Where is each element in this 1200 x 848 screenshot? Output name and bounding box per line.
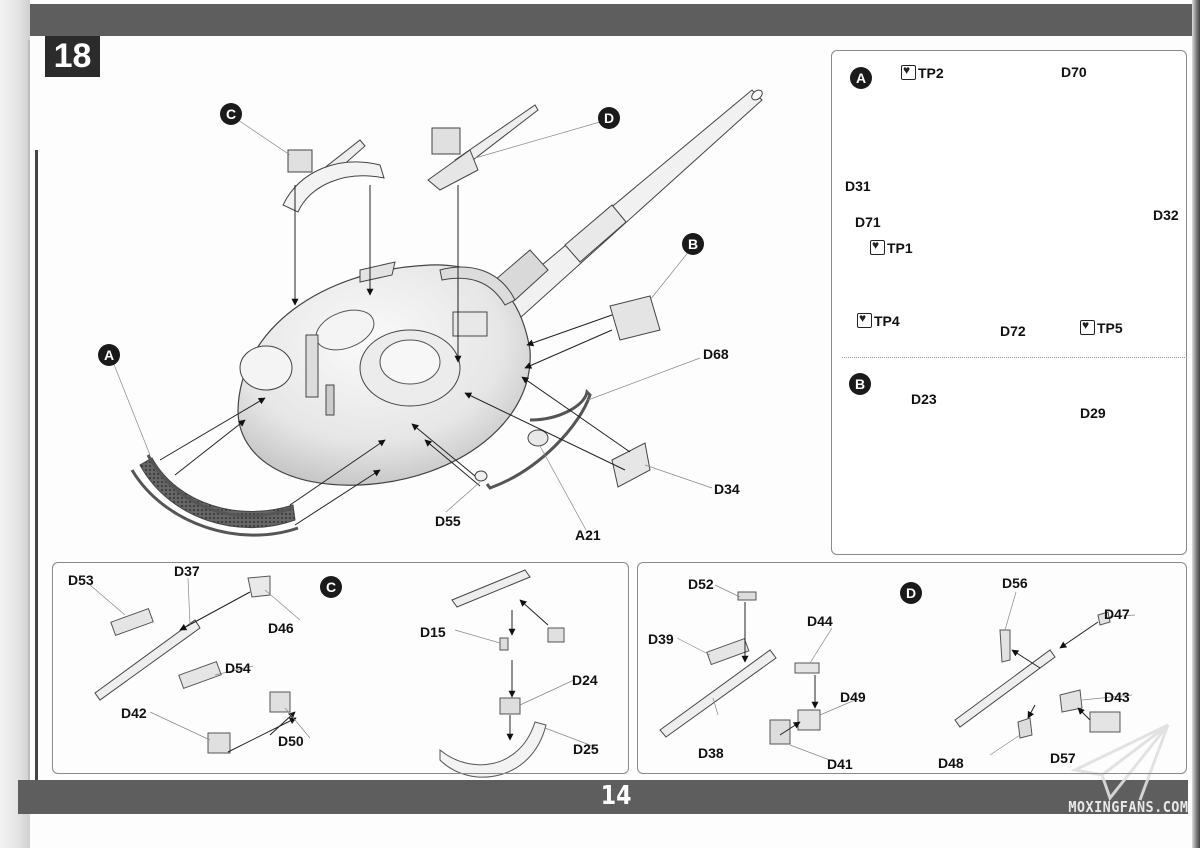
part-label-d41: D41 [827, 756, 853, 772]
part-label-d46: D46 [268, 620, 294, 636]
part-label-d38: D38 [698, 745, 724, 761]
part-label-d29: D29 [1080, 405, 1106, 421]
sub-d-badge: D [900, 582, 922, 604]
assembly-arrow [424, 439, 481, 487]
part-label-d43: D43 [1104, 689, 1130, 705]
part-label-d47: D47 [1104, 606, 1130, 622]
callout-badge-d: D [598, 107, 620, 129]
part-label-d49: D49 [840, 689, 866, 705]
part-label-d71: D71 [855, 214, 881, 230]
sub-c-badge: C [320, 576, 342, 598]
panel-divider [842, 357, 1187, 358]
photo-etch-label-tp1: TP1 [870, 238, 913, 256]
assembly-arrow [464, 392, 626, 471]
part-label-d54: D54 [225, 660, 251, 676]
part-label-d24: D24 [572, 672, 598, 688]
photo-etch-label-tp2: TP2 [901, 63, 944, 81]
callout-badge-a: A [98, 344, 120, 366]
assembly-arrow [526, 314, 613, 347]
part-label-d34: D34 [714, 481, 740, 497]
part-label-d15: D15 [420, 624, 446, 640]
turret-body [237, 261, 531, 486]
assembly-arrow [524, 329, 613, 369]
part-label-d42: D42 [121, 705, 147, 721]
assembly-arrow [294, 469, 381, 526]
part-label-d50: D50 [278, 733, 304, 749]
part-label-d68: D68 [703, 346, 729, 362]
part-d55-drawing [474, 470, 488, 482]
part-label-d31: D31 [845, 178, 871, 194]
part-label-d53: D53 [68, 572, 94, 588]
photo-etch-label-tp4: TP4 [857, 311, 900, 329]
footer-band [18, 780, 1188, 814]
basket-a-drawing [130, 454, 299, 537]
assembly-arrow [411, 423, 476, 477]
part-a21-drawing [527, 429, 549, 447]
page-number: 14 [600, 781, 632, 811]
sub-d-drawing [659, 591, 1121, 745]
photo-etch-icon [857, 311, 872, 328]
page-right-edge [1192, 0, 1200, 848]
subassembly-panel-c [52, 562, 629, 774]
photo-etch-label-tp5: TP5 [1080, 318, 1123, 336]
assembly-arrow [521, 376, 631, 453]
part-label-d32: D32 [1153, 207, 1179, 223]
part-label-d25: D25 [573, 741, 599, 757]
binding-fold [35, 150, 38, 810]
part-label-d39: D39 [648, 631, 674, 647]
rail-d68-drawing [485, 388, 592, 490]
sub-c-drawing [94, 569, 565, 778]
sub-a-badge: A [850, 67, 872, 89]
step-number: 18 [45, 36, 100, 77]
assembly-arrow [289, 439, 386, 506]
part-label-d52: D52 [688, 576, 714, 592]
machine-gun-c-drawing [282, 139, 385, 213]
callout-badge-b: B [682, 233, 704, 255]
part-label-d72: D72 [1000, 323, 1026, 339]
assembly-arrow [174, 419, 246, 476]
part-label-d44: D44 [807, 613, 833, 629]
photo-etch-icon [1080, 318, 1095, 335]
part-label-d37: D37 [174, 563, 200, 579]
part-label-d23: D23 [911, 391, 937, 407]
photo-etch-icon [901, 63, 916, 80]
part-label-a21: A21 [575, 527, 601, 543]
sub-b-badge: B [849, 373, 871, 395]
binding-edge [28, 40, 30, 780]
part-label-d55: D55 [435, 513, 461, 529]
box-d34-drawing [611, 442, 651, 488]
page-curl-shadow [0, 0, 30, 848]
machine-gun-d-drawing [427, 104, 539, 191]
part-label-d70: D70 [1061, 64, 1087, 80]
callout-badge-c: C [220, 103, 242, 125]
watermark-text: MOXINGFANS.COM [1067, 798, 1188, 816]
assembly-arrow [159, 397, 266, 461]
part-label-d56: D56 [1002, 575, 1028, 591]
header-band [30, 4, 1200, 36]
subassembly-panel-d [637, 562, 1187, 774]
part-label-d48: D48 [938, 755, 964, 771]
part-label-d57: D57 [1050, 750, 1076, 766]
photo-etch-icon [870, 238, 885, 255]
subassembly-panel-ab [831, 50, 1187, 555]
part-b-drawing [609, 295, 661, 341]
main-gun-barrel [494, 89, 763, 319]
